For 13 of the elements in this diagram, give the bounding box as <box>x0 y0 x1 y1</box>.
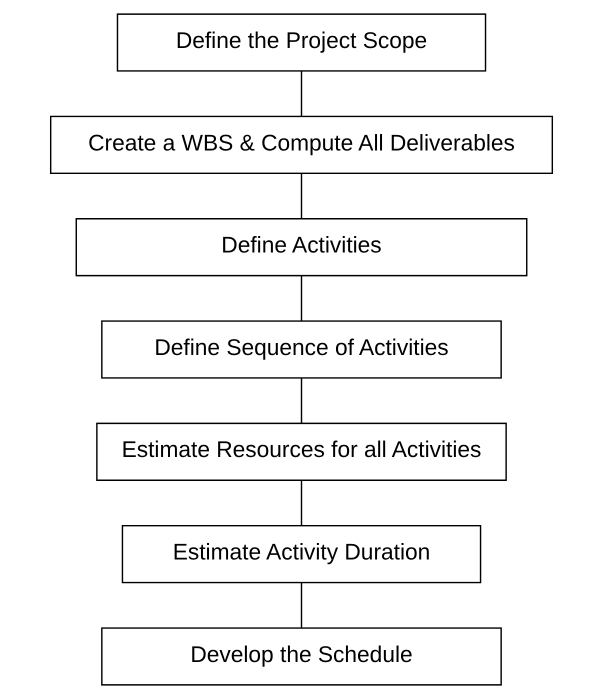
connector <box>300 276 302 321</box>
connector <box>300 378 302 424</box>
node-box: Estimate Resources for all Activities <box>96 422 507 481</box>
connector <box>300 71 302 116</box>
node-box: Develop the Schedule <box>101 627 502 686</box>
node-box: Define Activities <box>76 218 528 276</box>
node-box: Create a WBS & Compute All Deliverables <box>50 116 554 174</box>
node-box: Define the Project Scope <box>116 13 486 72</box>
node-box: Define Sequence of Activities <box>101 320 502 379</box>
node-box: Estimate Activity Duration <box>122 525 482 584</box>
connector <box>300 173 302 219</box>
connector <box>300 582 302 628</box>
connector <box>300 480 302 526</box>
